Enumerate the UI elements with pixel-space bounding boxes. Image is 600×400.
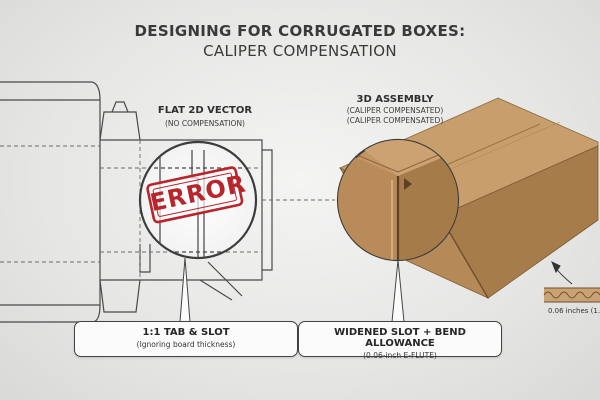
flat-callout-subtitle: (Ignoring board thickness) (136, 340, 236, 349)
flat-callout-pointer (179, 257, 191, 323)
assembly-subheading-2: (CALIPER COMPENSATED) (346, 116, 444, 125)
flat-callout: 1:1 TAB & SLOT (Ignoring board thickness… (74, 321, 298, 357)
flat-callout-title: 1:1 TAB & SLOT (142, 327, 230, 338)
flat-subheading: (NO COMPENSATION) (165, 119, 245, 128)
flat-magnifier (138, 140, 258, 260)
assembly-callout-subtitle: (0.06-inch E-FLUTE) (363, 351, 437, 360)
diagram-subtitle: CALIPER COMPENSATION (203, 42, 397, 60)
thickness-arrow (551, 260, 573, 285)
flat-heading: FLAT 2D VECTOR (157, 105, 253, 116)
flute-sample (543, 287, 600, 303)
assembly-callout-pointer (391, 259, 405, 323)
assembly-callout-title: WIDENED SLOT + BEND ALLOWANCE (334, 327, 466, 349)
assembly-magnifier (336, 138, 460, 262)
error-stamp (146, 166, 244, 224)
assembly-subheading-1: (CALIPER COMPENSATED) (346, 106, 444, 115)
diagram-title: DESIGNING FOR CORRUGATED BOXES: (134, 22, 466, 40)
thickness-label: 0.06 inches (1. (548, 307, 600, 315)
assembly-heading: 3D ASSEMBLY (356, 94, 434, 105)
assembly-callout: WIDENED SLOT + BEND ALLOWANCE (0.06-inch… (298, 321, 502, 360)
